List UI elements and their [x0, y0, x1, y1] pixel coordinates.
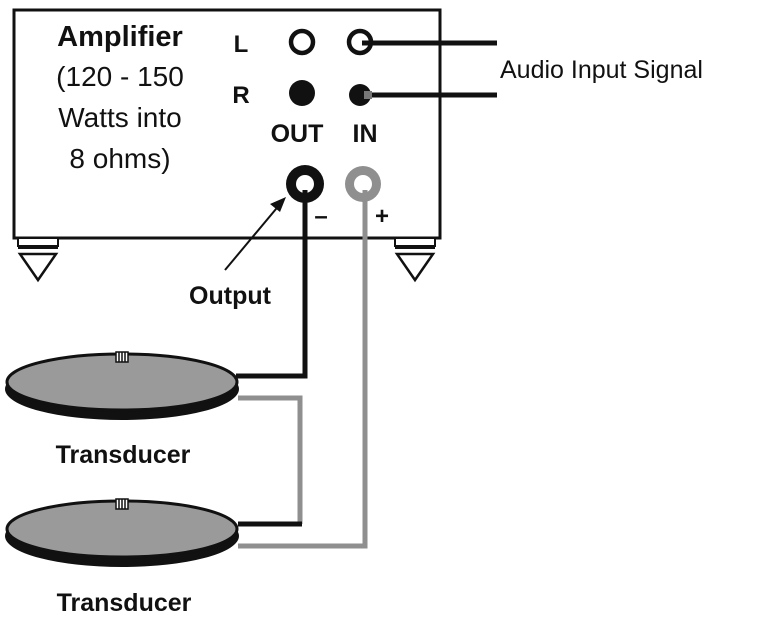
transducer-1: [5, 351, 239, 420]
transducer-1-label: Transducer: [56, 441, 191, 469]
output-plus-terminal: [345, 166, 381, 202]
left-channel-label: L: [234, 31, 249, 58]
black-wires: [236, 190, 308, 527]
transducer-2: [5, 498, 239, 567]
right-output-jack: [289, 80, 315, 106]
left-foot: [17, 237, 59, 283]
right-input-jack: [349, 84, 371, 106]
in-label: IN: [353, 120, 378, 148]
out-label: OUT: [271, 120, 324, 148]
left-output-jack: [288, 28, 316, 56]
amplifier-spec-line2: Watts into: [58, 102, 181, 133]
plus-label: +: [375, 203, 389, 230]
audio-input-cables: [362, 40, 497, 99]
right-foot: [394, 237, 436, 283]
output-minus-terminal: [286, 165, 324, 203]
gray-wires: [238, 190, 368, 549]
right-channel-label: R: [232, 82, 249, 109]
output-pointer-arrow: [224, 197, 286, 271]
amplifier-title: Amplifier: [57, 21, 183, 53]
amplifier-spec-line1: (120 - 150: [56, 61, 184, 92]
amplifier-spec-line3: 8 ohms): [69, 143, 170, 174]
transducer-2-label: Transducer: [57, 589, 192, 617]
minus-label: –: [314, 203, 327, 230]
output-label: Output: [189, 282, 272, 310]
audio-input-signal-label: Audio Input Signal: [500, 56, 703, 84]
